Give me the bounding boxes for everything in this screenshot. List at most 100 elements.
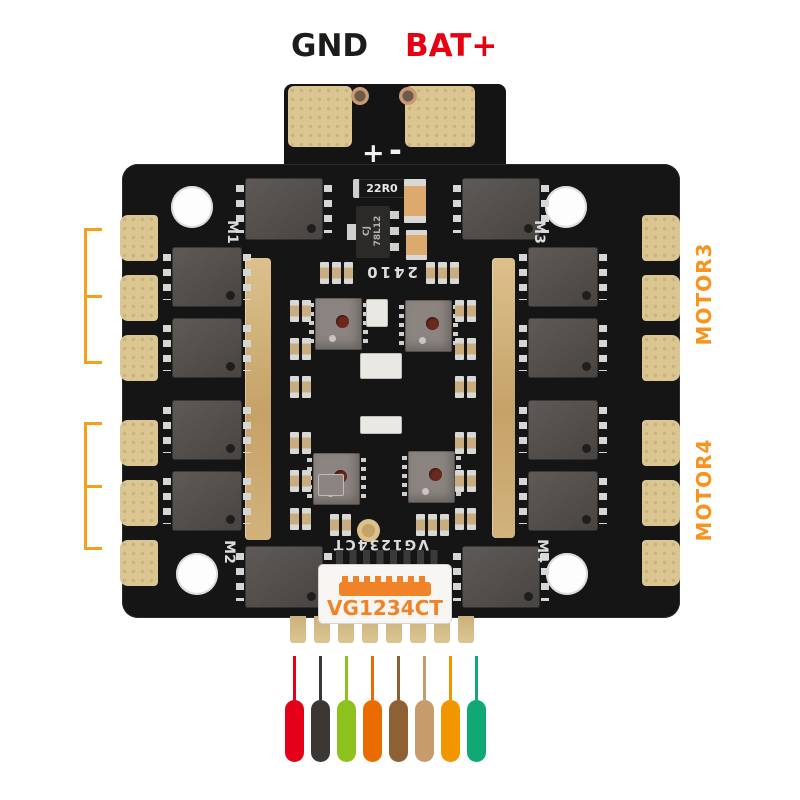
wire-lead xyxy=(319,656,322,700)
mosfet-chip xyxy=(519,471,607,531)
ic-pins xyxy=(399,305,404,347)
capacitor xyxy=(360,353,402,379)
mosfet-pins xyxy=(163,478,171,524)
motor-signal-wire-green xyxy=(467,656,486,762)
motor-signal-wire-tan xyxy=(415,656,434,762)
solder-hole xyxy=(351,87,369,105)
motor-edge-pad xyxy=(642,540,680,586)
mosfet-pins xyxy=(519,478,527,524)
motor-signal-wire-black xyxy=(311,656,330,762)
motor-signal-wire-orange xyxy=(363,656,382,762)
mounting-hole xyxy=(546,553,588,595)
motor-edge-pad xyxy=(642,275,680,321)
capacitor xyxy=(467,300,476,322)
capacitor xyxy=(450,262,459,284)
mosfet-pins xyxy=(243,407,251,453)
plus-silkscreen: + xyxy=(362,138,385,169)
wire-connector xyxy=(467,700,486,762)
bat-plus-label: BAT+ xyxy=(405,28,498,64)
wire-connector xyxy=(311,700,330,762)
mosfet-chip xyxy=(519,247,607,307)
mosfet-chip xyxy=(163,400,251,460)
power-bus-strip xyxy=(492,258,515,538)
capacitor xyxy=(406,230,427,260)
capacitor xyxy=(302,376,311,398)
capacitor xyxy=(290,300,299,322)
mosfet-chip xyxy=(519,400,607,460)
passive-components xyxy=(290,376,311,398)
capacitor xyxy=(467,432,476,454)
mosfet-pins xyxy=(541,185,549,233)
ic-pins xyxy=(361,458,366,500)
connector-pins-top xyxy=(336,550,444,565)
capacitor xyxy=(455,300,464,322)
wire-lead xyxy=(293,656,296,700)
ic-pins xyxy=(363,303,368,345)
capacitor xyxy=(428,514,437,536)
wire-lead xyxy=(423,656,426,700)
motor-edge-pad xyxy=(120,275,158,321)
capacitor xyxy=(332,262,341,284)
small-ic xyxy=(318,474,344,496)
wire-lead xyxy=(371,656,374,700)
motor-edge-pad xyxy=(120,480,158,526)
pin-header-icon xyxy=(339,576,431,596)
capacitor xyxy=(290,432,299,454)
wire-connector xyxy=(441,700,460,762)
mosfet-pins xyxy=(519,407,527,453)
capacitor xyxy=(416,514,425,536)
passive-components xyxy=(290,300,311,322)
m3-silkscreen: M3 xyxy=(531,220,547,244)
capacitor xyxy=(342,514,351,536)
mosfet-pins xyxy=(243,325,251,371)
gold-via xyxy=(357,519,380,542)
capacitor xyxy=(426,262,435,284)
wire-connector xyxy=(389,700,408,762)
passive-components xyxy=(426,262,459,284)
capacitor xyxy=(360,416,402,434)
wire-lead xyxy=(397,656,400,700)
mosfet-pins xyxy=(236,553,244,601)
bracket-tick xyxy=(87,485,102,488)
passive-components xyxy=(455,376,476,398)
capacitor xyxy=(467,338,476,360)
mosfet-pins xyxy=(599,407,607,453)
wire-connector xyxy=(337,700,356,762)
capacitor xyxy=(290,338,299,360)
rev-code-silkscreen: 2410 xyxy=(364,263,418,281)
mosfet-pins xyxy=(599,254,607,300)
motor-signal-wire-brown xyxy=(389,656,408,762)
motor-signal-wire-red xyxy=(285,656,304,762)
bracket-tick xyxy=(87,295,102,298)
passive-components xyxy=(290,432,311,454)
capacitor xyxy=(302,300,311,322)
passive-components xyxy=(455,508,476,530)
capacitor xyxy=(404,179,426,223)
m2-silkscreen: M2 xyxy=(221,540,237,564)
wire-lead xyxy=(345,656,348,700)
capacitor xyxy=(455,470,464,492)
mosfet-pins xyxy=(163,407,171,453)
battery-pad-positive xyxy=(288,86,352,147)
mosfet-pins xyxy=(453,185,461,233)
shunt-resistor: 22R0 xyxy=(353,179,411,198)
capacitor xyxy=(467,470,476,492)
gnd-label: GND xyxy=(291,28,369,64)
mosfet-pins xyxy=(453,553,461,601)
capacitor xyxy=(302,470,311,492)
mosfet-chip xyxy=(519,318,607,378)
capacitor xyxy=(302,432,311,454)
motor-signal-wire-amber xyxy=(441,656,460,762)
capacitor xyxy=(344,262,353,284)
mosfet-pins xyxy=(599,325,607,371)
passive-components xyxy=(290,470,311,492)
capacitor xyxy=(455,432,464,454)
mosfet-chip xyxy=(163,318,251,378)
mounting-hole xyxy=(545,186,587,228)
capacitor xyxy=(290,508,299,530)
ic-pins xyxy=(309,303,314,345)
wire-lead xyxy=(475,656,478,700)
passive-components xyxy=(416,514,449,536)
ic-pins xyxy=(402,456,407,498)
